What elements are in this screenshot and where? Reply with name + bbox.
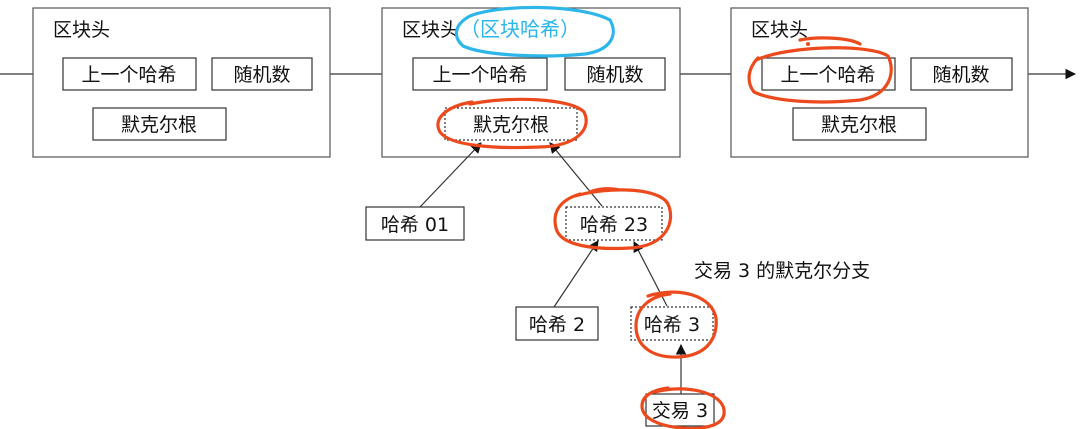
nonce-label: 随机数 <box>233 64 290 86</box>
prev-hash-label: 上一个哈希 <box>780 64 875 86</box>
merkle-root-highlight-circle <box>436 97 588 150</box>
highlight-dot <box>806 42 810 46</box>
prev-hash-box <box>412 57 548 91</box>
block-hash-highlight-circle <box>454 5 615 58</box>
edge-hash23-to-root <box>549 142 603 207</box>
merkle-root-label: 默克尔根 <box>121 114 197 136</box>
merkle-root-label: 默克尔根 <box>821 114 897 136</box>
edge-hash01-to-root <box>419 142 482 208</box>
prev-hash-label: 上一个哈希 <box>432 64 527 86</box>
block-header-3: 区块头 上一个哈希 随机数 默克尔根 <box>730 7 1029 158</box>
node-box <box>515 306 599 341</box>
nonce-box <box>564 57 666 91</box>
nonce-label: 随机数 <box>586 64 643 86</box>
hash3-highlight-circle <box>634 290 718 359</box>
prev-hash-label: 上一个哈希 <box>81 64 176 86</box>
merkle-root-box <box>792 107 927 141</box>
merkle-root-box <box>444 107 578 141</box>
nonce-box <box>910 57 1013 91</box>
node-box <box>565 206 663 241</box>
block-header-title: 区块头 <box>53 19 110 41</box>
merkle-root-box <box>92 107 227 141</box>
merkle-branch-caption: 交易 3 的默克尔分支 <box>694 260 870 282</box>
prev-hash-box <box>62 57 197 91</box>
node-hash2: 哈希 2 <box>515 306 599 341</box>
nonce-box <box>211 57 313 91</box>
node-label: 哈希 23 <box>580 214 648 236</box>
prev-hash-box <box>761 57 896 91</box>
prev-hash-highlight-circle <box>747 36 893 104</box>
block-header-1: 区块头 上一个哈希 随机数 默克尔根 <box>32 7 331 158</box>
node-hash01: 哈希 01 <box>365 206 465 241</box>
node-box <box>645 393 715 427</box>
block-header-title: 区块头 <box>402 19 459 41</box>
block-header-2: 区块头 （区块哈希） 上一个哈希 随机数 默克尔根 <box>381 7 681 158</box>
node-box <box>630 306 714 341</box>
node-hash3: 哈希 3 <box>630 306 714 341</box>
node-label: 交易 3 <box>652 400 708 422</box>
block-header-title: 区块头 <box>751 19 808 41</box>
tx3-highlight-circle <box>640 386 726 429</box>
node-label: 哈希 3 <box>644 314 700 336</box>
merkle-root-label: 默克尔根 <box>473 114 549 136</box>
hash23-highlight-circle <box>553 187 673 251</box>
node-box <box>365 206 465 241</box>
edge-hash2-to-hash23 <box>553 240 599 308</box>
block-hash-note: （区块哈希） <box>460 17 580 41</box>
node-tx3: 交易 3 <box>645 393 715 427</box>
node-hash23: 哈希 23 <box>565 206 663 241</box>
node-label: 哈希 2 <box>529 314 585 336</box>
nonce-label: 随机数 <box>932 64 989 86</box>
node-label: 哈希 01 <box>381 214 449 236</box>
